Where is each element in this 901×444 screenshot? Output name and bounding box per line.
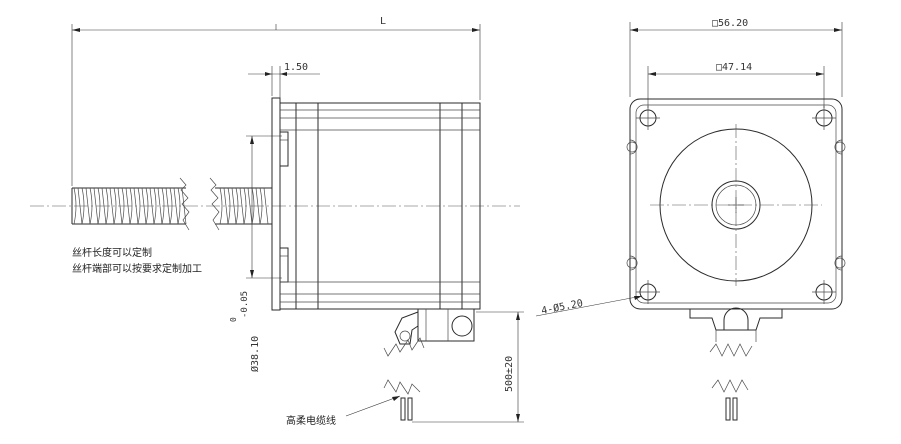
mounting-holes: [636, 106, 836, 304]
dimension-overall-length: L: [71, 16, 481, 186]
dimension-hole-spacing: □47.14: [647, 62, 825, 108]
cable-wire-ends: [400, 397, 413, 421]
lead-screw-left: [71, 177, 190, 231]
label-cable: 高柔电缆线: [286, 414, 336, 427]
note-line-2: 丝杆端部可以按要求定制加工: [72, 262, 202, 275]
front-outline: [629, 98, 843, 310]
dimension-flange-thickness: 1.50: [248, 62, 320, 100]
cable-gland: [394, 308, 475, 345]
cable-break-lower: [383, 379, 421, 395]
label-cable-length: 500±20: [504, 356, 515, 392]
cable-break-upper: [383, 337, 425, 357]
label-overall-length: L: [380, 16, 386, 27]
label-boss-tol-lower: -0.05: [240, 291, 250, 318]
side-view: L 1.50 Ø38.10 0 -0.05: [30, 16, 524, 427]
callout-mounting-holes: 4-Ø5.20: [535, 295, 643, 317]
cable-callout: 高柔电缆线: [286, 395, 401, 427]
label-boss-diameter: Ø38.10: [249, 336, 261, 372]
label-boss-tol-upper: 0: [229, 317, 238, 322]
dimension-cable-length: 500±20: [412, 311, 524, 423]
lead-screw-right: [209, 177, 272, 231]
label-hole-spacing: □47.14: [716, 62, 752, 73]
label-outer-size: □56.20: [712, 18, 748, 29]
label-mounting-holes: 4-Ø5.20: [540, 297, 584, 317]
front-cable-outlet: [689, 307, 783, 342]
front-view: □56.20 □47.14 4-Ø5.20: [535, 18, 846, 421]
dimension-outer-size: □56.20: [629, 18, 843, 97]
label-flange-thickness: 1.50: [284, 62, 308, 73]
note-line-1: 丝杆长度可以定制: [72, 246, 152, 259]
motor-body: [279, 102, 481, 310]
dimension-boss-diameter: Ø38.10 0 -0.05: [229, 135, 282, 372]
